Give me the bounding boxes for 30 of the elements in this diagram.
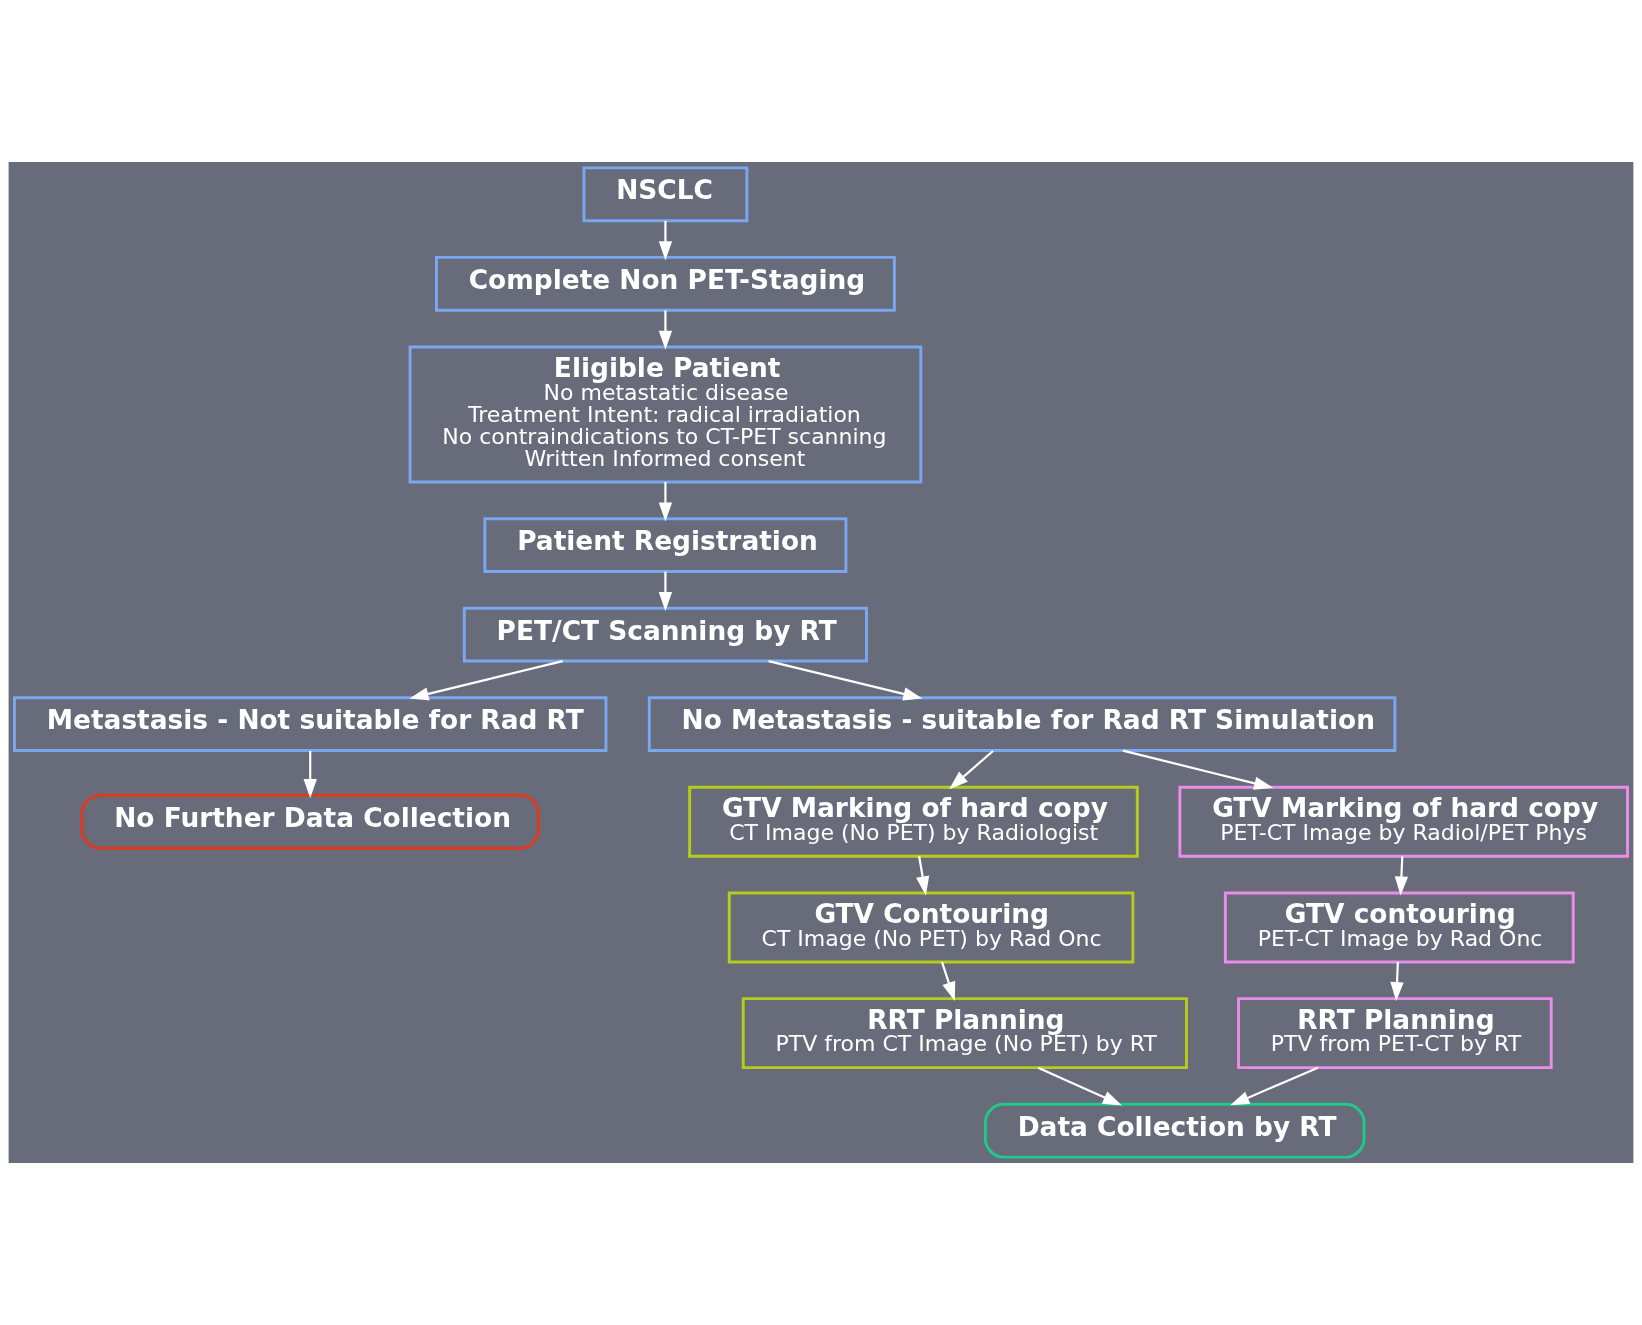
arrow — [1230, 1066, 1319, 1106]
node-box: GTV contouring PET-CT Image by Rad Onc — [1223, 891, 1575, 964]
arrow — [658, 482, 673, 522]
arrow — [1394, 856, 1409, 896]
node-box: NSCLC — [582, 166, 749, 223]
node-box: Complete Non PET-Staging — [434, 255, 896, 312]
node-box: Patient Registration — [483, 517, 848, 573]
arrow — [1390, 961, 1404, 1002]
arrow — [949, 750, 994, 790]
node-box: Eligible Patient No metastatic disease Treatment Intent: radical irradiation No contraindications to CT-PET scanning Written Informed consent — [408, 345, 923, 484]
node-box: Metastasis - Not suitable for Rad RT — [13, 696, 608, 753]
node-box: RRT Planning PTV from CT Image (No PET) by RT — [741, 997, 1188, 1070]
node-box: GTV Marking of hard copy CT Image (No PET) by Radiologist — [688, 785, 1139, 858]
arrow — [1037, 1066, 1122, 1106]
arrow — [658, 571, 673, 612]
arrow — [940, 961, 956, 1002]
node-box: GTV Contouring CT Image (No PET) by Rad Onc — [727, 891, 1135, 964]
node-box: GTV Marking of hard copy PET-CT Image by Radiol/PET Phys — [1178, 785, 1629, 858]
node-box: No Metastasis - suitable for Rad RT Simulation — [647, 696, 1397, 753]
node-box: Data Collection by RT — [983, 1102, 1366, 1159]
arrow — [409, 660, 563, 701]
arrow — [768, 660, 923, 701]
arrow — [658, 310, 673, 350]
node-box: PET/CT Scanning by RT — [462, 606, 868, 663]
arrow — [303, 751, 317, 799]
arrow — [1122, 749, 1274, 790]
arrow — [658, 220, 673, 261]
arrow — [916, 856, 930, 896]
node-box: No Further Data Collection — [80, 793, 540, 850]
node-box: RRT Planning PTV from PET-CT by RT — [1237, 997, 1553, 1070]
